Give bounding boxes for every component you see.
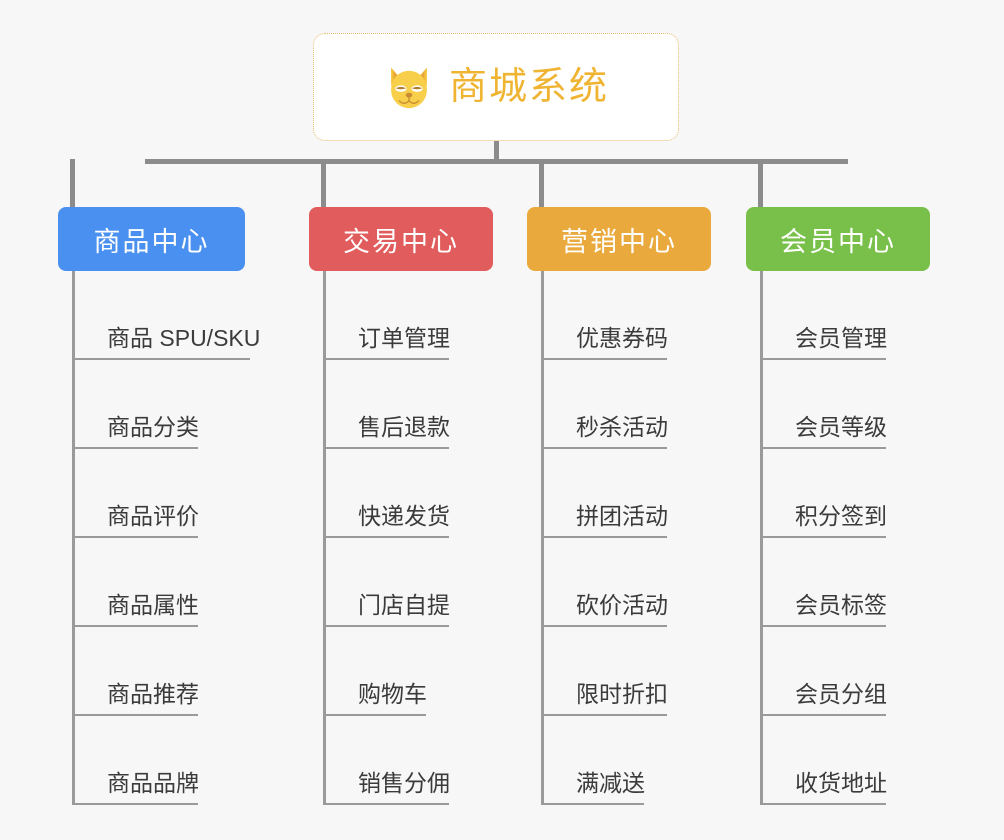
leaf-item-label: 积分签到 bbox=[795, 503, 887, 529]
leaf-item-label: 优惠券码 bbox=[576, 325, 668, 351]
leaf-item-label: 快递发货 bbox=[358, 503, 450, 529]
leaf-item[interactable]: 限时折扣 bbox=[544, 627, 711, 716]
leaf-item-label: 购物车 bbox=[358, 681, 427, 707]
leaf-item[interactable]: 秒杀活动 bbox=[544, 360, 711, 449]
root-title: 商城系统 bbox=[448, 66, 609, 108]
leaf-item-label: 门店自提 bbox=[358, 592, 450, 618]
leaf-item[interactable]: 订单管理 bbox=[326, 271, 493, 360]
leaf-item-label: 商品 SPU/SKU bbox=[107, 325, 261, 351]
leaf-item[interactable]: 拼团活动 bbox=[544, 449, 711, 538]
leaf-item[interactable]: 会员等级 bbox=[763, 360, 930, 449]
category-column-商品中心: 商品中心商品 SPU/SKU 商品分类商品评价商品属性商品推荐商品品牌 bbox=[58, 207, 260, 805]
root-node[interactable]: 商城系统 bbox=[313, 33, 679, 141]
leaf-underline bbox=[75, 447, 198, 449]
leaf-underline bbox=[763, 536, 886, 538]
category-column-会员中心: 会员中心会员管理会员等级积分签到会员标签会员分组收货地址 bbox=[746, 207, 930, 805]
leaf-item[interactable]: 会员管理 bbox=[763, 271, 930, 360]
leaf-item-label: 销售分佣 bbox=[358, 770, 450, 796]
leaf-item[interactable]: 砍价活动 bbox=[544, 538, 711, 627]
leaf-underline bbox=[326, 625, 449, 627]
connector-drop-2 bbox=[539, 159, 544, 207]
branch-spine-商品中心: 商品 SPU/SKU 商品分类商品评价商品属性商品推荐商品品牌 bbox=[72, 271, 260, 805]
connector-root-stem bbox=[494, 141, 499, 163]
leaf-underline bbox=[326, 714, 426, 716]
leaf-item-label: 订单管理 bbox=[358, 325, 450, 351]
connector-drop-0 bbox=[70, 159, 75, 207]
leaf-underline bbox=[544, 625, 667, 627]
leaf-item[interactable]: 优惠券码 bbox=[544, 271, 711, 360]
leaf-underline bbox=[763, 447, 886, 449]
leaf-underline bbox=[326, 358, 449, 360]
leaf-item[interactable]: 积分签到 bbox=[763, 449, 930, 538]
leaf-item-label: 商品分类 bbox=[107, 414, 199, 440]
leaf-item-label: 满减送 bbox=[576, 770, 645, 796]
leaf-item[interactable]: 商品属性 bbox=[75, 538, 245, 627]
leaf-item-label: 收货地址 bbox=[795, 770, 887, 796]
leaf-underline bbox=[763, 625, 886, 627]
leaf-item-label: 商品品牌 bbox=[107, 770, 199, 796]
leaf-underline bbox=[326, 447, 449, 449]
leaf-item[interactable]: 收货地址 bbox=[763, 716, 930, 805]
leaf-item-label: 售后退款 bbox=[358, 414, 450, 440]
leaf-underline bbox=[544, 358, 667, 360]
leaf-underline bbox=[544, 536, 667, 538]
leaf-underline bbox=[75, 536, 198, 538]
leaf-item[interactable]: 商品分类 bbox=[75, 360, 245, 449]
leaf-item[interactable]: 购物车 bbox=[326, 627, 493, 716]
leaf-underline bbox=[544, 714, 667, 716]
category-header-会员中心[interactable]: 会员中心 bbox=[746, 207, 930, 271]
category-column-营销中心: 营销中心优惠券码秒杀活动拼团活动砍价活动限时折扣满减送 bbox=[527, 207, 711, 805]
leaf-item[interactable]: 满减送 bbox=[544, 716, 711, 805]
leaf-underline bbox=[544, 803, 644, 805]
leaf-item[interactable]: 商品 SPU/SKU bbox=[75, 271, 260, 360]
leaf-underline bbox=[75, 358, 250, 360]
leaf-underline bbox=[326, 536, 449, 538]
leaf-item[interactable]: 会员标签 bbox=[763, 538, 930, 627]
leaf-underline bbox=[326, 803, 449, 805]
leaf-item-label: 会员分组 bbox=[795, 681, 887, 707]
category-column-交易中心: 交易中心订单管理售后退款快递发货门店自提购物车销售分佣 bbox=[309, 207, 493, 805]
leaf-item[interactable]: 销售分佣 bbox=[326, 716, 493, 805]
leaf-item-label: 限时折扣 bbox=[576, 681, 668, 707]
category-header-营销中心[interactable]: 营销中心 bbox=[527, 207, 711, 271]
shiba-dog-face-icon bbox=[383, 61, 435, 113]
leaf-underline bbox=[763, 714, 886, 716]
leaf-underline bbox=[75, 803, 198, 805]
category-header-商品中心[interactable]: 商品中心 bbox=[58, 207, 245, 271]
leaf-item[interactable]: 门店自提 bbox=[326, 538, 493, 627]
leaf-underline bbox=[763, 358, 886, 360]
leaf-item-label: 会员标签 bbox=[795, 592, 887, 618]
leaf-item[interactable]: 商品品牌 bbox=[75, 716, 245, 805]
leaf-item-label: 会员管理 bbox=[795, 325, 887, 351]
category-header-交易中心[interactable]: 交易中心 bbox=[309, 207, 493, 271]
branch-spine-营销中心: 优惠券码秒杀活动拼团活动砍价活动限时折扣满减送 bbox=[541, 271, 711, 805]
leaf-item[interactable]: 快递发货 bbox=[326, 449, 493, 538]
connector-drop-1 bbox=[321, 159, 326, 207]
leaf-underline bbox=[75, 714, 198, 716]
leaf-item-label: 商品评价 bbox=[107, 503, 199, 529]
leaf-item[interactable]: 会员分组 bbox=[763, 627, 930, 716]
connector-drop-3 bbox=[758, 159, 763, 207]
leaf-item-label: 商品推荐 bbox=[107, 681, 199, 707]
branch-spine-会员中心: 会员管理会员等级积分签到会员标签会员分组收货地址 bbox=[760, 271, 930, 805]
leaf-item-label: 拼团活动 bbox=[576, 503, 668, 529]
leaf-item-label: 商品属性 bbox=[107, 592, 199, 618]
leaf-underline bbox=[544, 447, 667, 449]
leaf-underline bbox=[75, 625, 198, 627]
connector-horizontal-bus bbox=[145, 159, 848, 164]
leaf-item[interactable]: 售后退款 bbox=[326, 360, 493, 449]
branch-spine-交易中心: 订单管理售后退款快递发货门店自提购物车销售分佣 bbox=[323, 271, 493, 805]
leaf-item-label: 会员等级 bbox=[795, 414, 887, 440]
leaf-item-label: 秒杀活动 bbox=[576, 414, 668, 440]
leaf-item[interactable]: 商品推荐 bbox=[75, 627, 245, 716]
leaf-item-label: 砍价活动 bbox=[576, 592, 668, 618]
leaf-underline bbox=[763, 803, 886, 805]
leaf-item[interactable]: 商品评价 bbox=[75, 449, 245, 538]
